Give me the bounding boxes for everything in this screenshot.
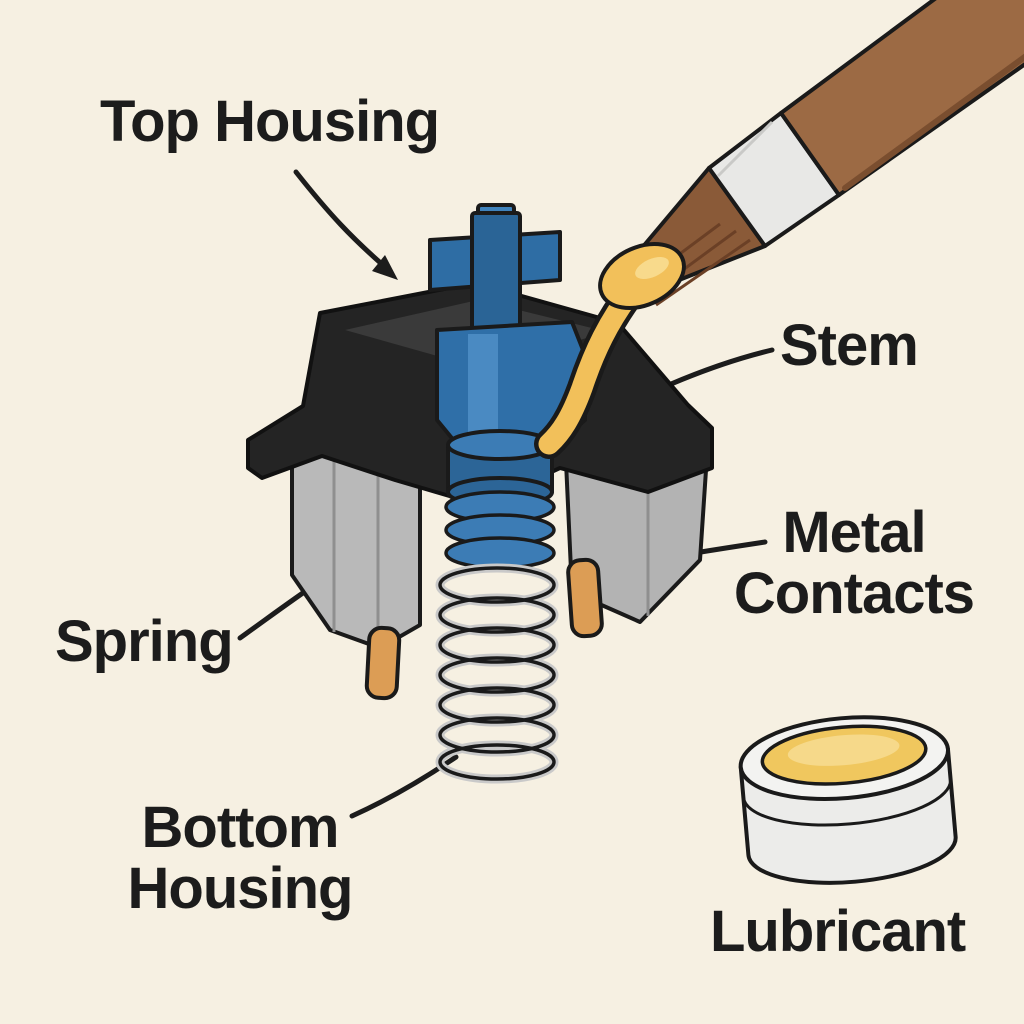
metal-contact-pins	[364, 557, 604, 701]
top-housing-arrowhead	[372, 255, 398, 280]
leader-top-housing	[293, 169, 387, 269]
lubricant-glob	[598, 242, 686, 310]
label-bottom-housing: Bottom Housing	[127, 795, 354, 921]
label-top-housing: Top Housing	[100, 89, 440, 154]
label-spring: Spring	[55, 609, 234, 674]
label-metal-contacts: Metal Contacts	[733, 500, 975, 626]
brush-handle	[779, 0, 1024, 197]
lubricant-tub	[738, 715, 958, 885]
stem-shape	[428, 203, 587, 570]
label-stem: Stem	[780, 313, 919, 378]
lubricant-drip	[534, 273, 649, 459]
label-lubricant: Lubricant	[710, 899, 966, 964]
spring-shape	[435, 563, 559, 784]
leader-bottom-housing	[349, 754, 459, 819]
